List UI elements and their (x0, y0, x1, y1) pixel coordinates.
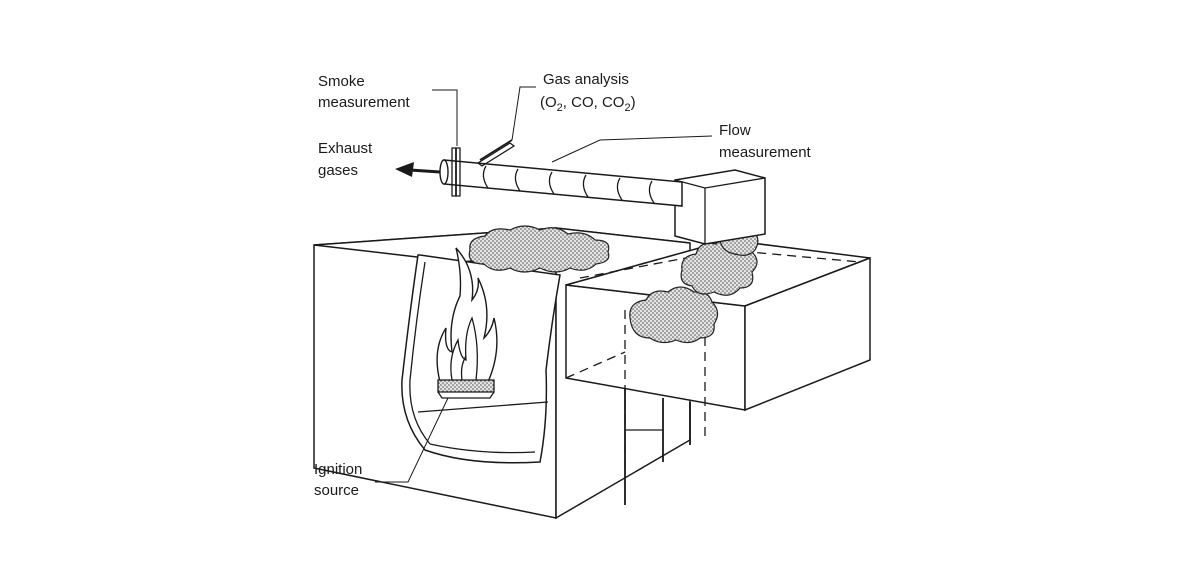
flow-leader (551, 135, 713, 163)
exhaust-label-line2: gases (318, 162, 358, 179)
flow-label-line1: Flow (719, 122, 751, 139)
smoke-label-line2: measurement (318, 94, 411, 111)
exhaust-arrow (395, 162, 441, 177)
exhaust-arrow-shaft (409, 168, 441, 174)
flow-label-line2: measurement (719, 144, 812, 161)
room-floor-line (417, 401, 549, 413)
duct-ring-6 (648, 180, 655, 204)
gas-sampling-probe-outline (476, 142, 516, 167)
hood-hidden-edge-3 (565, 351, 626, 379)
ignition-label-line2: source (314, 482, 359, 499)
gas-label-open: (O (540, 94, 557, 111)
smoke-cloud-hood-front (629, 286, 719, 344)
gas-label-sub1: 2 (557, 102, 563, 114)
gas-label-close: ) (631, 94, 636, 111)
gas-label-mid: , CO, CO (563, 94, 625, 111)
smoke-cloud-ceiling (468, 225, 610, 273)
flame-inner (450, 316, 478, 381)
leader-lines (375, 86, 713, 483)
duct-ring-2 (514, 168, 521, 192)
flame-outer (436, 247, 498, 383)
duct-ring-1 (482, 165, 489, 189)
ignition-source-tray (437, 379, 495, 393)
smoke-label-line1: Smoke (318, 73, 365, 90)
gas-leader (511, 86, 536, 141)
gas-sampling-probe (479, 139, 513, 161)
duct-ring-3 (548, 171, 555, 195)
duct-riser-box-outline (674, 169, 766, 245)
hood-side-face (744, 256, 871, 412)
cutaway-inner-edge (409, 261, 431, 445)
flame-core (460, 355, 467, 381)
gas-label-line2: (O2, CO, CO2) (540, 94, 636, 114)
ignition-source-base (437, 391, 495, 399)
duct-ring-4 (582, 174, 589, 198)
smoke-leader (432, 89, 458, 146)
flame (436, 247, 498, 399)
duct-pipe-body (443, 159, 683, 207)
ignition-leader (375, 397, 449, 483)
smoke-probe-housing (451, 147, 461, 197)
ignition-label-line1: Ignition (314, 461, 362, 478)
exhaust-duct (439, 139, 766, 245)
duct-pipe-outlet (439, 159, 449, 185)
gas-label-sub2: 2 (624, 102, 630, 114)
smoke-clouds (468, 223, 759, 344)
cutaway-floor-edge (429, 443, 536, 454)
duct-ring-5 (616, 177, 623, 201)
gas-label-line1: Gas analysis (543, 71, 629, 88)
exhaust-arrow-head (395, 162, 414, 177)
exhaust-label-line1: Exhaust (318, 140, 373, 157)
